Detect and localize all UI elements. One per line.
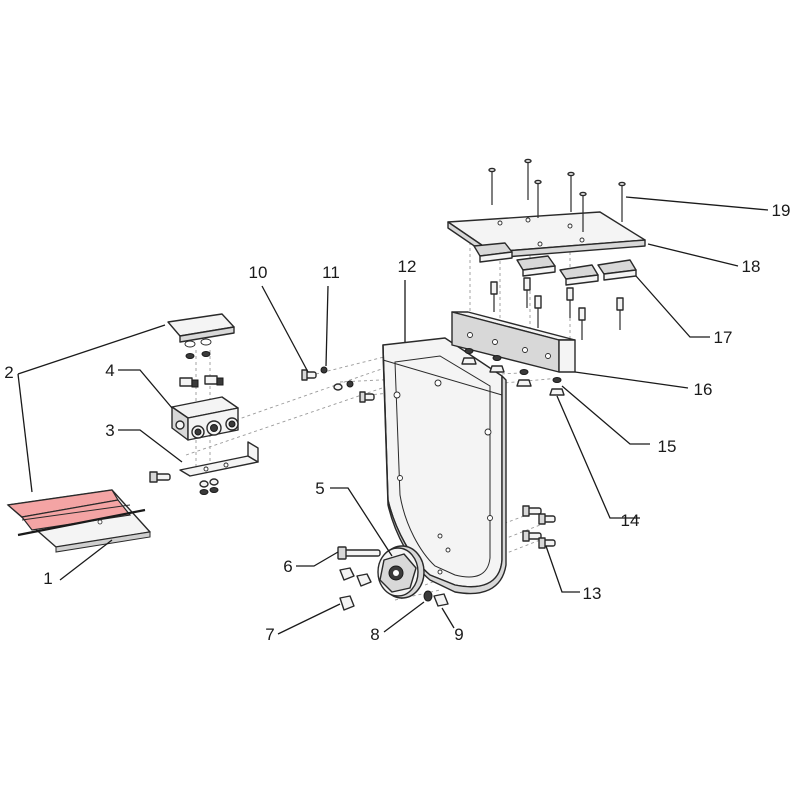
- callout-11: 11: [322, 263, 340, 282]
- wall-plugs: [490, 277, 624, 340]
- callout-8: 8: [370, 625, 379, 644]
- part-9-nut[interactable]: [433, 593, 449, 607]
- assembly-guide-lines: [185, 225, 571, 601]
- leader-lines: [17, 196, 769, 635]
- part-3-bracket[interactable]: [149, 441, 259, 495]
- part-2-cover[interactable]: [167, 313, 235, 343]
- callout-4: 4: [105, 361, 114, 380]
- callout-19: 19: [772, 201, 791, 220]
- callout-6: 6: [283, 557, 292, 576]
- callout-14: 14: [621, 511, 640, 530]
- callout-5: 5: [315, 479, 324, 498]
- callout-16: 16: [694, 380, 713, 399]
- part-8-washer[interactable]: [423, 590, 433, 602]
- callout-9: 9: [454, 625, 463, 644]
- part-5-hub[interactable]: [377, 545, 425, 599]
- part-10-11-bolts: [301, 366, 375, 403]
- part-17-clamp-blocks[interactable]: [473, 242, 637, 286]
- part-13-bolts[interactable]: [522, 505, 556, 549]
- part-19-screws: [488, 158, 626, 232]
- callout-numbers: 1 2 3 4 5 6 7 8 9 10 11 12 13 14 15 16 1…: [4, 201, 790, 644]
- callout-1: 1: [43, 569, 52, 588]
- callout-10: 10: [249, 263, 268, 282]
- callout-7: 7: [265, 625, 274, 644]
- part-2-gasket-rings: [184, 338, 212, 359]
- part-2-cable-glands: [179, 375, 224, 388]
- part-6-bolt[interactable]: [337, 546, 381, 560]
- part-16-rail[interactable]: [451, 311, 576, 373]
- part-4-junction-box[interactable]: [171, 396, 239, 441]
- part-12-main-plate[interactable]: [382, 337, 507, 595]
- part-1-label-plate[interactable]: [6, 489, 151, 553]
- callout-13: 13: [583, 584, 602, 603]
- callout-2: 2: [4, 363, 13, 382]
- callout-3: 3: [105, 421, 114, 440]
- callout-12: 12: [398, 257, 417, 276]
- callout-15: 15: [658, 437, 677, 456]
- part-14-15-nuts-washers: [461, 348, 565, 396]
- callout-18: 18: [742, 257, 761, 276]
- part-7-nuts[interactable]: [339, 567, 372, 611]
- callout-17: 17: [714, 328, 733, 347]
